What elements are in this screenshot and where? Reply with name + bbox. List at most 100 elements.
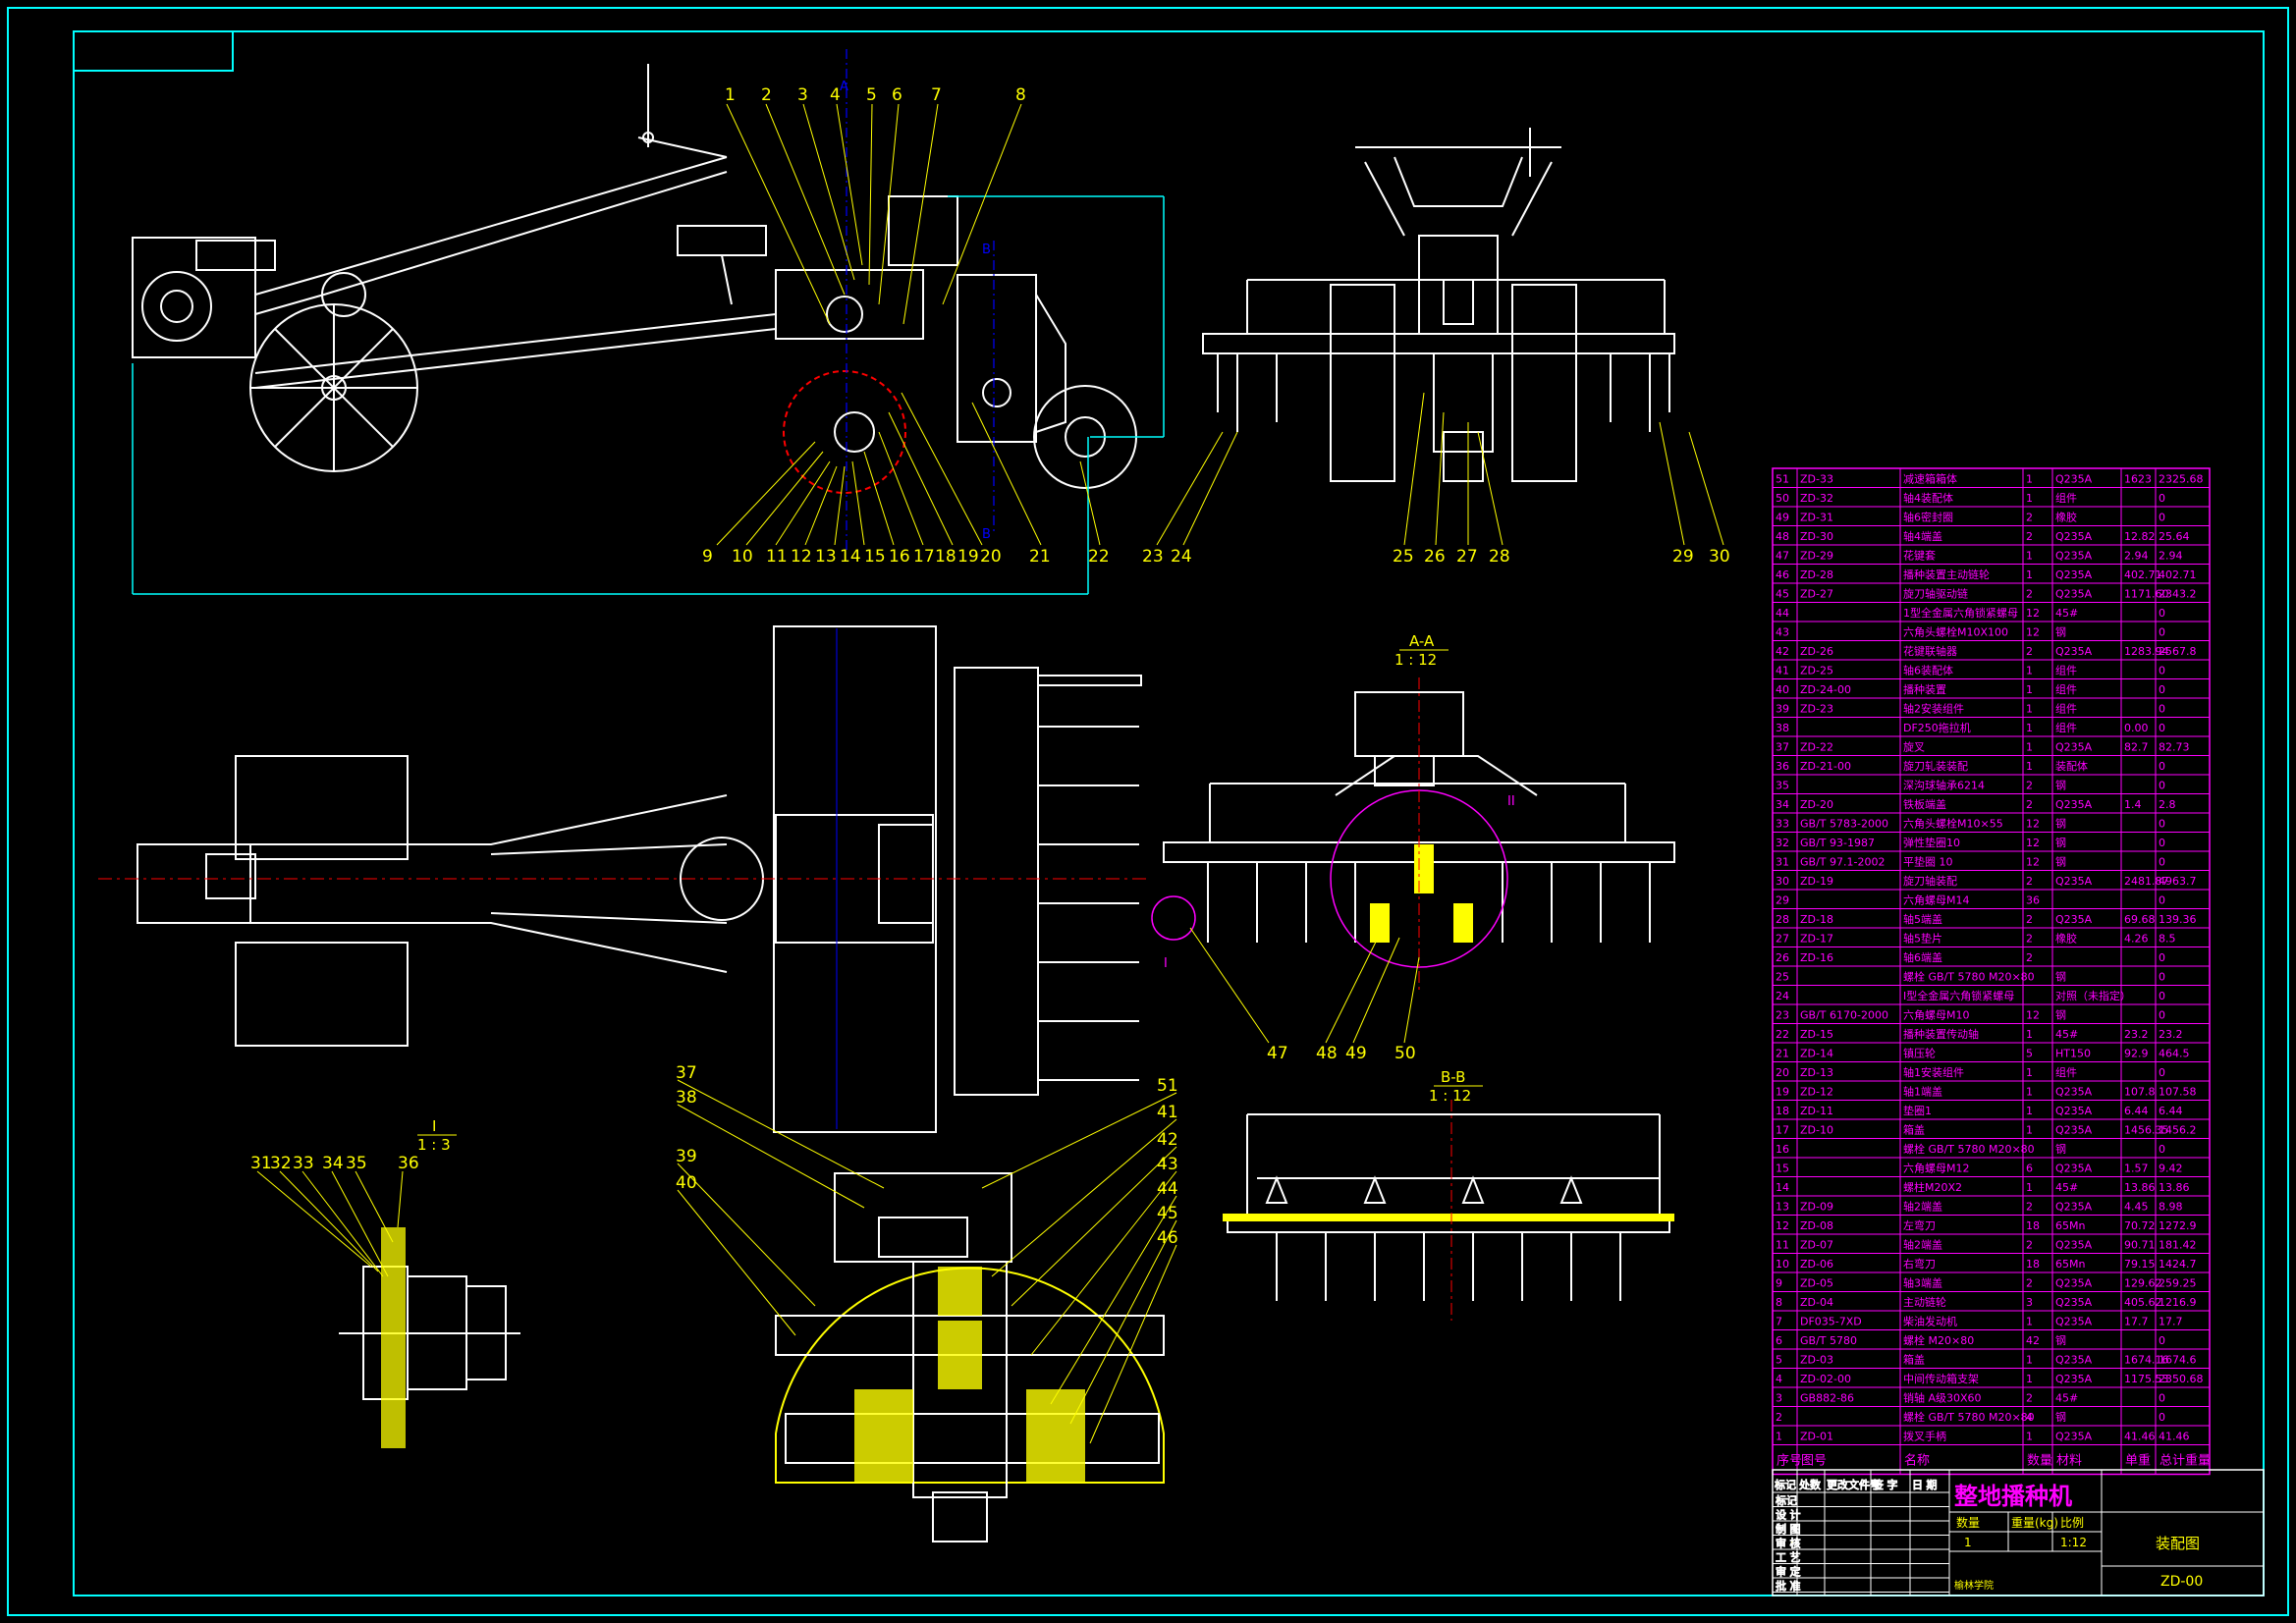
bom-cell: ZD-09: [1800, 1201, 1833, 1214]
tb-role-cell: 审 核: [1776, 1537, 1801, 1550]
bom-cell: 2: [2026, 1201, 2033, 1214]
bom-cell: ZD-26: [1800, 645, 1833, 658]
balloon-22: 22: [1088, 547, 1110, 567]
balloons-detail-left: 37 38 39 40: [676, 1063, 697, 1193]
bom-cell: 钢: [2055, 1411, 2066, 1424]
bom-cell: 0: [2159, 951, 2165, 964]
balloon-4: 4: [830, 85, 841, 105]
bom-cell: ZD-12: [1800, 1086, 1833, 1099]
bom-cell: 37: [1776, 741, 1789, 754]
title-col-qty: 数量: [1956, 1515, 1980, 1530]
section-b-mark-top: B: [982, 243, 991, 257]
balloon-26: 26: [1424, 547, 1446, 567]
bom-cell: 2.94: [2159, 550, 2183, 563]
bom-cell: ZD-19: [1800, 875, 1833, 888]
bom-cell: ZD-30: [1800, 530, 1833, 543]
bom-cell: 402.71: [2124, 568, 2162, 581]
balloon-20: 20: [980, 547, 1002, 567]
bom-cell: 41: [1776, 665, 1789, 677]
bom-cell: 69.68: [2124, 913, 2156, 926]
bom-cell: 42: [1776, 645, 1789, 658]
bom-cell: 402.71: [2159, 568, 2197, 581]
bom-cell: 28: [1776, 913, 1789, 926]
tb-header-cell: 更改文件号: [1827, 1478, 1881, 1491]
bom-cell: 轴5垫片: [1903, 932, 1942, 946]
bom-cell: 中间传动箱支架: [1903, 1372, 1979, 1385]
bom-cell: 181.42: [2159, 1239, 2197, 1252]
tb-role-cell: 标记: [1776, 1493, 1797, 1507]
bom-cell: DF250拖拉机: [1903, 721, 1971, 734]
bom-cell: 3: [2026, 1296, 2033, 1309]
bom-cell: 轴2端盖: [1903, 1238, 1942, 1252]
bom-cell: 33: [1776, 818, 1789, 831]
bom-cell: 23.2: [2124, 1028, 2149, 1041]
bom-cell: 六角螺母M12: [1903, 1163, 1970, 1175]
bom-header-cell: 序号: [1777, 1454, 1802, 1469]
bom-cell: 25: [1776, 971, 1789, 984]
detail-ii-boundary: [775, 1267, 1165, 1484]
bom-cell: 35: [1776, 780, 1789, 792]
bom-cell: 钢: [2055, 837, 2066, 849]
bom-cell: 0: [2159, 1143, 2165, 1156]
bom-cell: 组件: [2055, 682, 2077, 696]
bom-cell: 25.64: [2159, 530, 2190, 543]
bom-cell: 2: [1776, 1411, 1782, 1424]
bom-cell: ZD-08: [1800, 1219, 1833, 1232]
bom-cell: 0: [2159, 722, 2165, 734]
bom-cell: 弹性垫圈10: [1903, 836, 1960, 849]
balloon-6: 6: [892, 85, 902, 105]
bom-cell: 装配体: [2055, 759, 2088, 773]
balloon-24: 24: [1171, 547, 1192, 567]
bom-cell: GB/T 93-1987: [1800, 837, 1875, 849]
bom-cell: 47: [1776, 550, 1789, 563]
balloon-7: 7: [931, 85, 942, 105]
bom-cell: 1: [2026, 1124, 2033, 1137]
bom-cell: 18: [1776, 1105, 1789, 1117]
bom-cell: 钢: [2055, 1143, 2066, 1156]
bom-cell: Q235A: [2055, 1105, 2093, 1117]
bom-cell: 5: [1776, 1354, 1782, 1367]
bom-cell: 轴2安装组件: [1903, 702, 1964, 716]
bom-cell: 50: [1776, 492, 1789, 505]
bom-cell: 播种装置主动链轮: [1903, 568, 1990, 581]
bom-cell: Q235A: [2055, 798, 2093, 811]
bom-cell: 45#: [2055, 1181, 2078, 1194]
balloon-45: 45: [1157, 1204, 1178, 1223]
bom-cell: Ⅰ型全金属六角锁紧螺母: [1903, 989, 2014, 1002]
bom-cell: 82.7: [2124, 741, 2149, 754]
bom-frame: [1772, 467, 2211, 1476]
bb-strip: [1223, 1214, 1674, 1221]
bom-cell: 12: [2026, 856, 2040, 869]
bb-view: [1227, 1113, 1670, 1301]
bom-cell: Q235A: [2055, 1201, 2093, 1214]
bom-cell: 31: [1776, 856, 1789, 869]
bom-cell: 1: [2026, 703, 2033, 716]
bom-cell: 0: [2159, 990, 2165, 1002]
balloon-28: 28: [1489, 547, 1510, 567]
bb-title: B-B: [1441, 1068, 1465, 1086]
bom-cell: Q235A: [2055, 588, 2093, 601]
bom-cell: 45#: [2055, 1028, 2078, 1041]
title-block: 标记处数更改文件号签 字日 期标记设 计制 图审 核工 艺审 定批 准 整地播种…: [1772, 1469, 2265, 1596]
bom-cell: 4: [2026, 1411, 2033, 1424]
bom-cell: 42: [2026, 1334, 2040, 1347]
title-col-scale: 比例: [2060, 1516, 2084, 1530]
bom-cell: 41.46: [2159, 1431, 2190, 1443]
bom-cell: 405.62: [2124, 1296, 2162, 1309]
bom-cell: 平垫圈 10: [1903, 855, 1953, 869]
bom-cell: 减速箱箱体: [1903, 472, 1957, 486]
title-drawing-no: ZD-00: [2160, 1574, 2203, 1590]
bom-cell: 92.9: [2124, 1048, 2149, 1060]
title-scale: 1:12: [2060, 1536, 2087, 1549]
bom-cell: 259.25: [2159, 1277, 2197, 1290]
bom-cell: 12: [2026, 1009, 2040, 1022]
bom-cell: ZD-18: [1800, 913, 1833, 926]
bom-cell: 9.42: [2159, 1163, 2183, 1175]
bom-cell: GB882-86: [1800, 1392, 1854, 1405]
